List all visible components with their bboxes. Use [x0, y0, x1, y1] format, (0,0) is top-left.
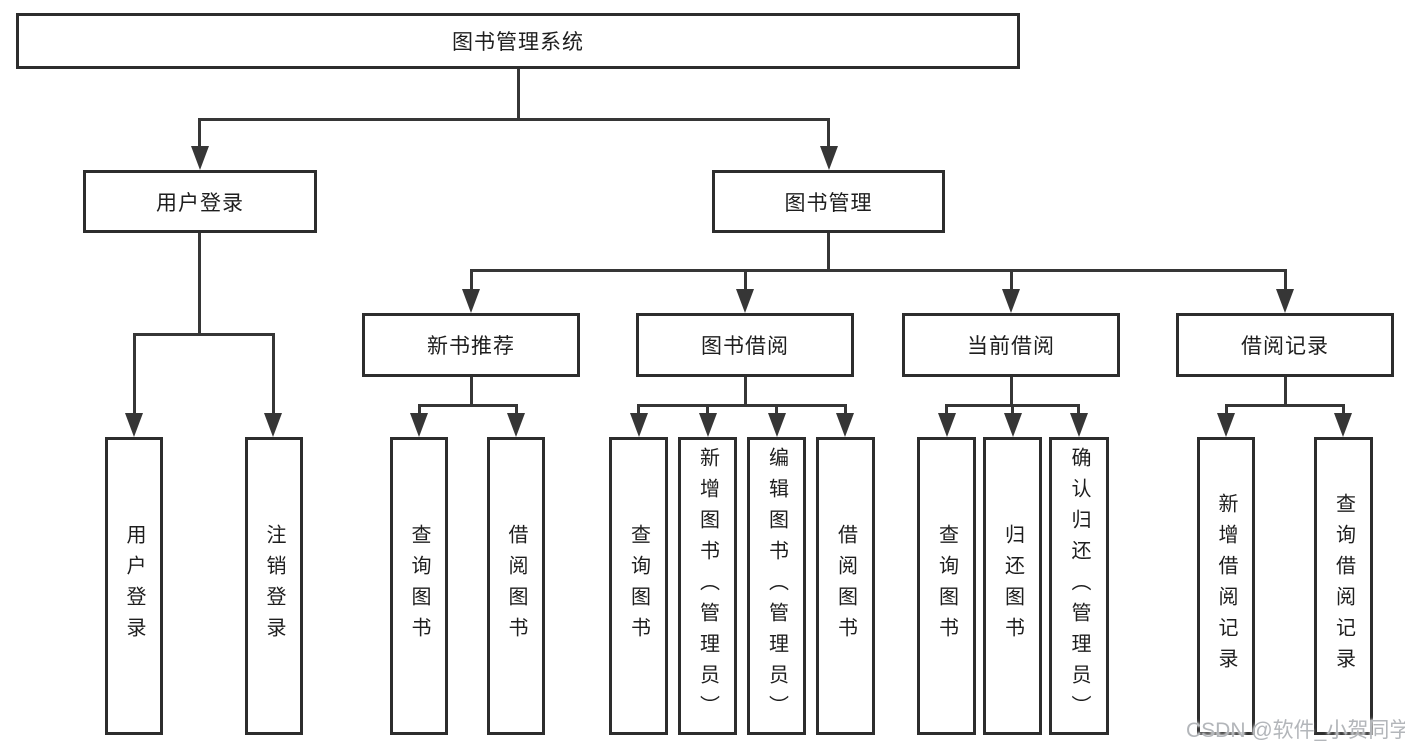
connector-line	[1284, 377, 1287, 405]
connector-line	[827, 233, 830, 271]
node-label: 借阅图书	[834, 524, 857, 648]
connector-line	[1077, 404, 1080, 418]
node-label: 图书管理系统	[452, 31, 584, 54]
arrow-down-icon	[507, 413, 525, 437]
arrow-down-icon	[462, 289, 480, 313]
connector-line	[515, 404, 518, 418]
node-label: 借阅记录	[1241, 335, 1329, 358]
node-label: 归还图书	[1001, 524, 1024, 648]
arrow-down-icon	[264, 413, 282, 437]
node-label: 图书借阅	[701, 335, 789, 358]
connector-line	[470, 377, 473, 405]
connector-line	[198, 118, 830, 121]
leaf-add-books-admin: 新增图书（管理员）	[678, 437, 737, 735]
connector-line	[945, 404, 948, 418]
node-label: 查询借阅记录	[1332, 493, 1355, 679]
arrow-down-icon	[1217, 413, 1235, 437]
connector-line	[744, 377, 747, 405]
connector-line	[418, 404, 517, 407]
connector-line	[198, 233, 201, 333]
leaf-query-borrow-record: 查询借阅记录	[1314, 437, 1373, 735]
node-label: 用户登录	[156, 191, 244, 215]
connector-line	[1342, 404, 1345, 418]
connector-line	[827, 118, 830, 150]
arrow-down-icon	[1004, 413, 1022, 437]
leaf-edit-books-admin: 编辑图书（管理员）	[747, 437, 806, 735]
connector-line	[1011, 404, 1014, 418]
connector-line	[470, 269, 473, 293]
arrow-down-icon	[1334, 413, 1352, 437]
node-label: 编辑图书（管理员）	[765, 446, 788, 726]
arrow-down-icon	[1002, 289, 1020, 313]
node-label: 确认归还（管理员）	[1068, 446, 1090, 726]
node-user-login: 用户登录	[83, 170, 317, 233]
connector-line	[706, 404, 709, 418]
arrow-down-icon	[630, 413, 648, 437]
leaf-query-books: 查询图书	[390, 437, 448, 735]
connector-line	[637, 404, 640, 418]
leaf-logout: 注销登录	[245, 437, 303, 735]
connector-line	[418, 404, 421, 418]
connector-line	[1225, 404, 1228, 418]
arrow-down-icon	[736, 289, 754, 313]
node-label: 新书推荐	[427, 335, 515, 358]
connector-line	[133, 333, 275, 336]
arrow-down-icon	[1070, 413, 1088, 437]
leaf-query-books: 查询图书	[609, 437, 668, 735]
leaf-borrow-books: 借阅图书	[487, 437, 545, 735]
arrow-down-icon	[938, 413, 956, 437]
leaf-user-login: 用户登录	[105, 437, 163, 735]
node-root-library-system: 图书管理系统	[16, 13, 1020, 69]
connector-line	[198, 118, 201, 150]
arrow-down-icon	[125, 413, 143, 437]
arrow-down-icon	[768, 413, 786, 437]
connector-line	[1010, 269, 1013, 293]
leaf-query-books: 查询图书	[917, 437, 976, 735]
node-current-borrowing: 当前借阅	[902, 313, 1120, 377]
connector-line	[1010, 377, 1013, 405]
connector-line	[272, 333, 275, 420]
arrow-down-icon	[699, 413, 717, 437]
node-book-management: 图书管理	[712, 170, 945, 233]
arrow-down-icon	[820, 146, 838, 170]
arrow-down-icon	[191, 146, 209, 170]
node-label: 查询图书	[627, 524, 650, 648]
connector-line	[637, 404, 846, 407]
leaf-confirm-return-admin: 确认归还（管理员）	[1049, 437, 1109, 735]
csdn-watermark: CSDN @软件_小贺同学	[1186, 719, 1405, 742]
arrow-down-icon	[410, 413, 428, 437]
node-new-book-recommend: 新书推荐	[362, 313, 580, 377]
connector-line	[133, 333, 136, 420]
connector-line	[1284, 269, 1287, 293]
arrow-down-icon	[836, 413, 854, 437]
node-label: 当前借阅	[967, 335, 1055, 358]
node-borrowing-records: 借阅记录	[1176, 313, 1394, 377]
connector-line	[844, 404, 847, 418]
leaf-borrow-books: 借阅图书	[816, 437, 875, 735]
connector-line	[775, 404, 778, 418]
connector-line	[517, 69, 520, 120]
leaf-return-books: 归还图书	[983, 437, 1042, 735]
node-label: 新增借阅记录	[1215, 493, 1237, 679]
node-label: 借阅图书	[505, 524, 527, 648]
node-label: 查询图书	[935, 524, 958, 648]
node-book-borrowing: 图书借阅	[636, 313, 854, 377]
arrow-down-icon	[1276, 289, 1294, 313]
node-label: 注销登录	[263, 524, 285, 648]
connector-line	[744, 269, 747, 293]
node-label: 查询图书	[408, 524, 430, 648]
connector-line	[1225, 404, 1344, 407]
node-label: 用户登录	[123, 524, 145, 648]
node-label: 图书管理	[784, 191, 873, 215]
node-label: 新增图书（管理员）	[696, 446, 719, 726]
leaf-add-borrow-record: 新增借阅记录	[1197, 437, 1255, 735]
connector-line	[470, 269, 1285, 272]
